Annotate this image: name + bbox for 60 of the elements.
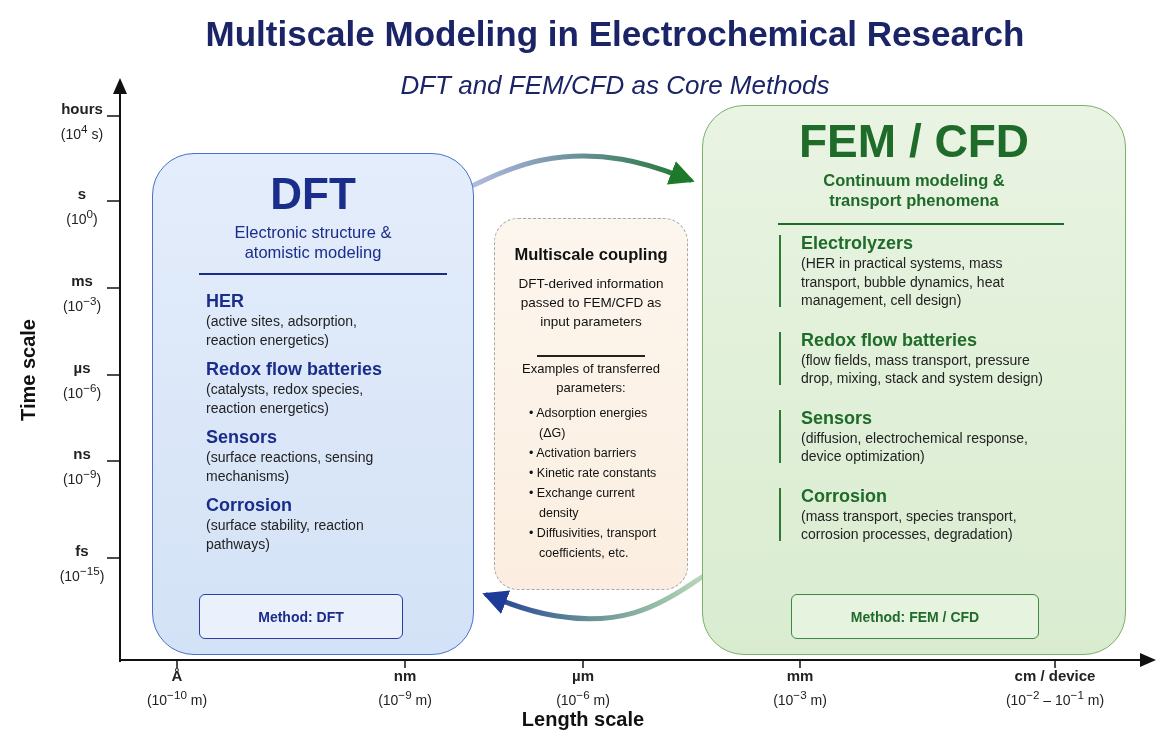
- curved-arrow: [471, 153, 695, 188]
- item-description: (catalysts, redox species, reaction energetics): [206, 380, 365, 417]
- axis-title: Length scale: [521, 708, 645, 731]
- axis-tick-label: ms: [71, 272, 93, 289]
- axis-tick-label: fs: [75, 542, 89, 559]
- method-box: Method: FEM / CFD: [791, 594, 1039, 639]
- list-item: • Activation barriers: [529, 445, 638, 462]
- panel-subtitle: Electronic structure & atomistic modeling: [233, 222, 393, 262]
- item-heading: Redox flow batteries: [801, 328, 979, 351]
- item-description: (diffusion, electrochemical response, device optimization): [801, 428, 1029, 466]
- panel-heading: FEM / CFD: [798, 114, 1030, 168]
- axis-title-rotated: Time scale: [16, 319, 40, 421]
- item-heading: Corrosion: [801, 484, 888, 507]
- title: Multiscale Modeling in Electrochemical Research: [204, 14, 1026, 54]
- method-box: Method: DFT: [199, 594, 403, 639]
- panel-heading: DFT: [269, 168, 357, 220]
- item-description: (surface stability, reaction pathways): [206, 516, 365, 553]
- axis-tick-label: s: [77, 185, 87, 202]
- item-description: (surface reactions, sensing mechanisms): [206, 448, 375, 485]
- axis-tick-label: ns: [73, 445, 91, 462]
- box-subheading: Examples of transferred parameters:: [521, 360, 661, 397]
- item-heading: Electrolyzers: [801, 232, 915, 254]
- axis-tick-label: cm / device: [1014, 667, 1096, 684]
- item-heading: HER: [206, 290, 245, 312]
- item-description: (flow fields, mass transport, pressure drop, mixing, stack and system design): [801, 350, 1044, 388]
- axis-tick-value: (10$^{4}$ s): [60, 122, 104, 142]
- item-heading: Sensors: [801, 406, 874, 429]
- axis-tick-value: (10$^{−3}$): [62, 294, 102, 314]
- fem-panel: [702, 105, 1126, 655]
- axis-tick-value: (10$^{−6}$ m): [556, 688, 610, 708]
- item-description: (active sites, adsorption, reaction energetics): [206, 312, 358, 349]
- list-item: • Adsorption energies (ΔG): [529, 405, 649, 442]
- axis-tick-label: µs: [73, 359, 91, 376]
- axis-tick-value: (10$^{−9}$): [62, 467, 102, 487]
- panel-subtitle: Continuum modeling & transport phenomena: [822, 170, 1006, 210]
- list-item: • Exchange current density: [529, 485, 636, 522]
- item-heading: Sensors: [206, 426, 279, 448]
- axis-tick-label: µm: [572, 667, 594, 684]
- item-description: (HER in practical systems, mass transport, bubble dynamics, heat management, cell design): [801, 254, 1006, 310]
- axis-tick-value: (10$^{−15}$): [59, 564, 105, 584]
- dft-panel: [152, 153, 474, 655]
- subtitle: DFT and FEM/CFD as Core Methods: [400, 70, 830, 101]
- axis-tick-value: (10$^{0}$): [66, 207, 98, 227]
- axis-tick-label: nm: [393, 667, 417, 684]
- box-description: DFT-derived information passed to FEM/CFD as input parameters: [517, 275, 665, 331]
- item-description: (mass transport, species transport, corrosion processes, degradation): [801, 506, 1018, 544]
- item-heading: Redox flow batteries: [206, 358, 384, 380]
- coupling-box: [494, 218, 688, 590]
- axis-tick-label: Å: [171, 667, 183, 684]
- axis-tick-value: (10$^{−2}$ – 10$^{−1}$ m): [1005, 688, 1105, 708]
- box-heading: Multiscale coupling: [513, 245, 669, 264]
- list-item: • Kinetic rate constants: [529, 465, 658, 482]
- axis-tick-value: (10$^{−10}$ m): [146, 688, 208, 708]
- axis-tick-label: hours: [61, 100, 103, 117]
- list-item: • Diffusivities, transport coefficients, etc.: [529, 525, 658, 562]
- axis-tick-value: (10$^{−9}$ m): [378, 688, 432, 708]
- axis-tick-value: (10$^{−3}$ m): [773, 688, 827, 708]
- axis-tick-label: mm: [786, 667, 814, 684]
- axis-tick-value: (10$^{−6}$): [62, 381, 102, 401]
- item-heading: Corrosion: [206, 494, 293, 516]
